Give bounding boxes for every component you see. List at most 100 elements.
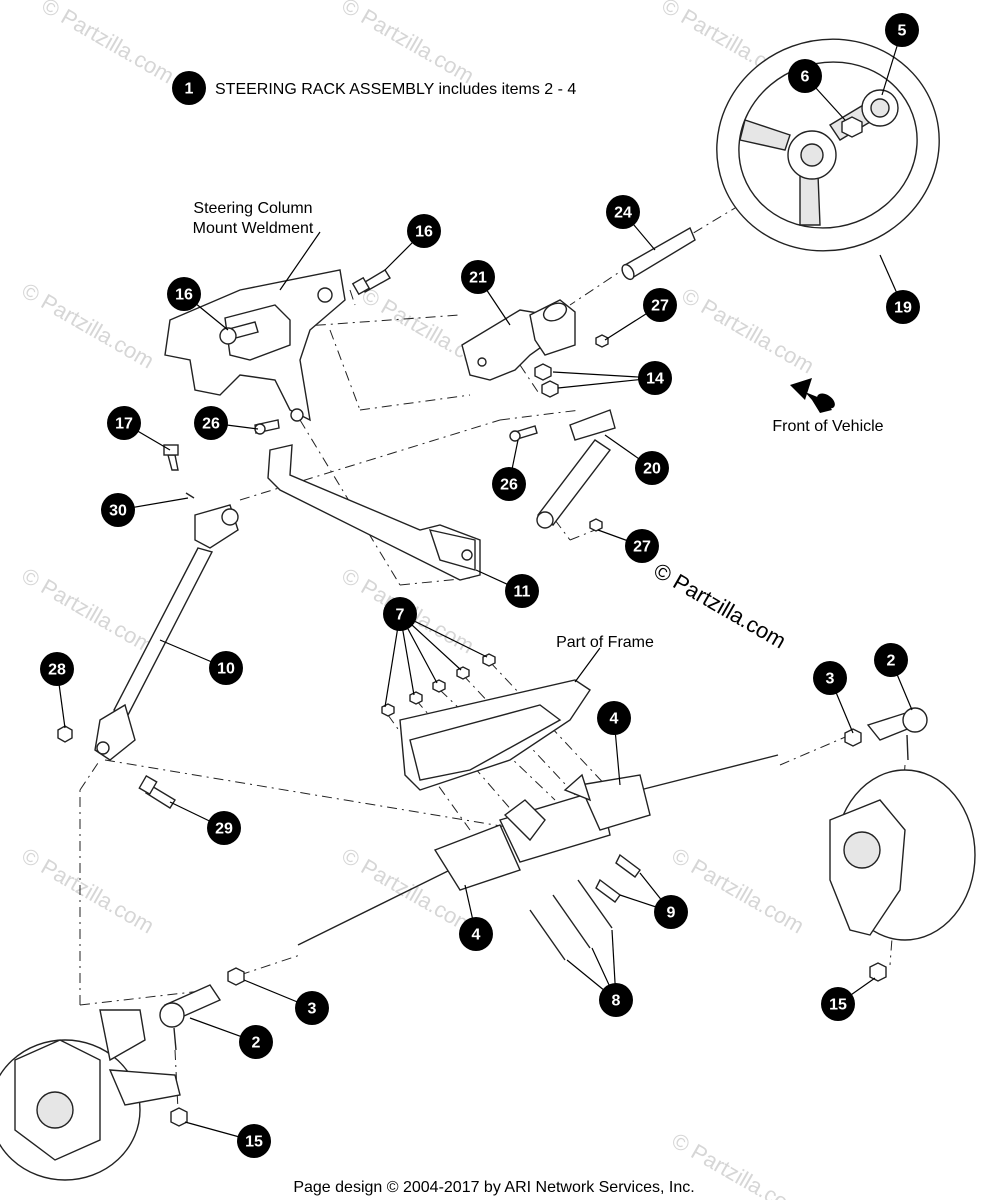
front-of-vehicle-label: Front of Vehicle bbox=[772, 418, 883, 435]
support-bar bbox=[267, 444, 481, 581]
callout-bubble bbox=[237, 1124, 271, 1158]
callout-27: 27 bbox=[643, 288, 677, 322]
callout-7: 7 bbox=[383, 597, 417, 631]
nuts-14 bbox=[534, 363, 559, 398]
callout-bubble bbox=[209, 651, 243, 685]
callout-bubble bbox=[599, 983, 633, 1017]
nuts-7 bbox=[381, 653, 496, 717]
callout-number: 28 bbox=[48, 662, 66, 679]
callout-4: 4 bbox=[459, 917, 493, 951]
callout-15: 15 bbox=[821, 987, 855, 1021]
nut-28 bbox=[57, 725, 73, 743]
callout-27: 27 bbox=[625, 529, 659, 563]
callout-number: 7 bbox=[396, 607, 405, 624]
callout-28: 28 bbox=[40, 652, 74, 686]
gas-strut bbox=[536, 409, 616, 529]
callout-24: 24 bbox=[606, 195, 640, 229]
watermark: © Partzilla.com bbox=[668, 843, 809, 939]
callout-bubble bbox=[654, 895, 688, 929]
callout-bubble bbox=[101, 493, 135, 527]
callout-number: 24 bbox=[614, 205, 632, 222]
callout-4: 4 bbox=[597, 701, 631, 735]
callout-bubble bbox=[295, 991, 329, 1025]
callout-bubble bbox=[505, 574, 539, 608]
watermark: © Partzilla.com bbox=[678, 283, 819, 379]
callout-number: 16 bbox=[175, 287, 193, 304]
callout-number: 3 bbox=[308, 1001, 317, 1018]
callout-bubble bbox=[643, 288, 677, 322]
callout-21: 21 bbox=[461, 260, 495, 294]
steering-rack bbox=[297, 754, 779, 946]
callout-bubble bbox=[886, 290, 920, 324]
callout-bubble bbox=[606, 195, 640, 229]
callout-bubble bbox=[40, 652, 74, 686]
assembly-note: 1 STEERING RACK ASSEMBLY includes items … bbox=[172, 71, 576, 105]
callout-16: 16 bbox=[167, 277, 201, 311]
callout-number: 4 bbox=[610, 711, 619, 728]
callout-number: 11 bbox=[514, 584, 531, 601]
callout-number: 5 bbox=[898, 23, 907, 40]
callout-19: 19 bbox=[886, 290, 920, 324]
callout-15: 15 bbox=[237, 1124, 271, 1158]
callout-bubble bbox=[885, 13, 919, 47]
watermark: © Partzilla.com bbox=[18, 843, 159, 939]
callout-8: 8 bbox=[599, 983, 633, 1017]
callout-bubble bbox=[107, 406, 141, 440]
column-mount-weldment bbox=[164, 269, 346, 422]
callout-bubble bbox=[407, 214, 441, 248]
callout-number: 27 bbox=[651, 298, 669, 315]
steering-wheel bbox=[716, 38, 940, 252]
watermark: © Partzilla.com bbox=[38, 0, 179, 88]
frame-section bbox=[399, 679, 591, 791]
callout-number: 14 bbox=[646, 371, 664, 388]
watermark: © Partzilla.com bbox=[18, 278, 159, 374]
callout-bubble bbox=[194, 406, 228, 440]
callout-3: 3 bbox=[295, 991, 329, 1025]
callout-number: 19 bbox=[894, 300, 912, 317]
callout-bubble bbox=[821, 987, 855, 1021]
castle-nut-right bbox=[869, 962, 887, 982]
callout-bubble bbox=[788, 59, 822, 93]
callout-number: 30 bbox=[109, 503, 127, 520]
upper-column-shaft bbox=[621, 227, 696, 281]
callout-1: 1 bbox=[172, 71, 206, 105]
callout-6: 6 bbox=[788, 59, 822, 93]
callout-number: 2 bbox=[887, 653, 896, 670]
callout-bubble bbox=[459, 917, 493, 951]
callout-26: 26 bbox=[492, 467, 526, 501]
callout-11: 11 bbox=[505, 574, 539, 608]
castle-nut-left bbox=[170, 1107, 188, 1127]
callout-16: 16 bbox=[407, 214, 441, 248]
callout-number: 8 bbox=[612, 993, 621, 1010]
footer-credit: Page design © 2004-2017 by ARI Network S… bbox=[293, 1179, 694, 1196]
callout-bubble bbox=[638, 361, 672, 395]
callout-bubble bbox=[813, 661, 847, 695]
callout-number: 6 bbox=[801, 69, 810, 86]
callout-number: 15 bbox=[245, 1134, 263, 1151]
callout-number: 27 bbox=[633, 539, 651, 556]
callout-10: 10 bbox=[209, 651, 243, 685]
callout-number: 2 bbox=[252, 1035, 261, 1052]
callout-bubble bbox=[383, 597, 417, 631]
callout-bubble bbox=[492, 467, 526, 501]
part-of-frame-label: Part of Frame bbox=[556, 634, 654, 651]
callout-number: 26 bbox=[500, 477, 518, 494]
callout-14: 14 bbox=[638, 361, 672, 395]
column-mount-label-line2: Mount Weldment bbox=[193, 220, 314, 237]
callout-2: 2 bbox=[239, 1025, 273, 1059]
callout-20: 20 bbox=[635, 451, 669, 485]
callout-5: 5 bbox=[885, 13, 919, 47]
bolt-26-right bbox=[509, 425, 538, 442]
callout-number: 21 bbox=[469, 270, 487, 287]
callout-2: 2 bbox=[874, 643, 908, 677]
jam-nut-right bbox=[844, 728, 862, 747]
pin-30 bbox=[185, 492, 195, 499]
callout-26: 26 bbox=[194, 406, 228, 440]
callout-17: 17 bbox=[107, 406, 141, 440]
callout-bubble bbox=[597, 701, 631, 735]
bolts-8 bbox=[529, 879, 613, 961]
partzilla-copyright: © Partzilla.com bbox=[650, 558, 791, 654]
assembly-note-text: STEERING RACK ASSEMBLY includes items 2 … bbox=[215, 81, 576, 98]
callout-bubble bbox=[874, 643, 908, 677]
callout-bubble bbox=[625, 529, 659, 563]
